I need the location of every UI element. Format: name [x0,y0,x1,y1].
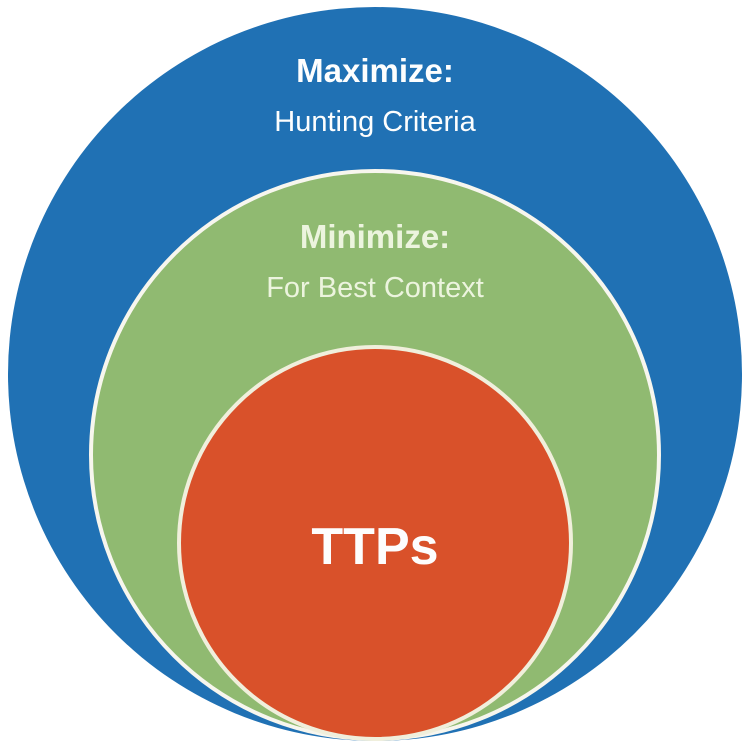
inner-circle-ttps [177,345,573,741]
inner-circle-label: TTPs [311,518,438,576]
outer-circle-subtitle: Hunting Criteria [274,106,476,138]
middle-circle-subtitle: For Best Context [266,272,484,304]
outer-circle-title: Maximize: [296,52,454,89]
middle-circle-title: Minimize: [300,218,450,255]
